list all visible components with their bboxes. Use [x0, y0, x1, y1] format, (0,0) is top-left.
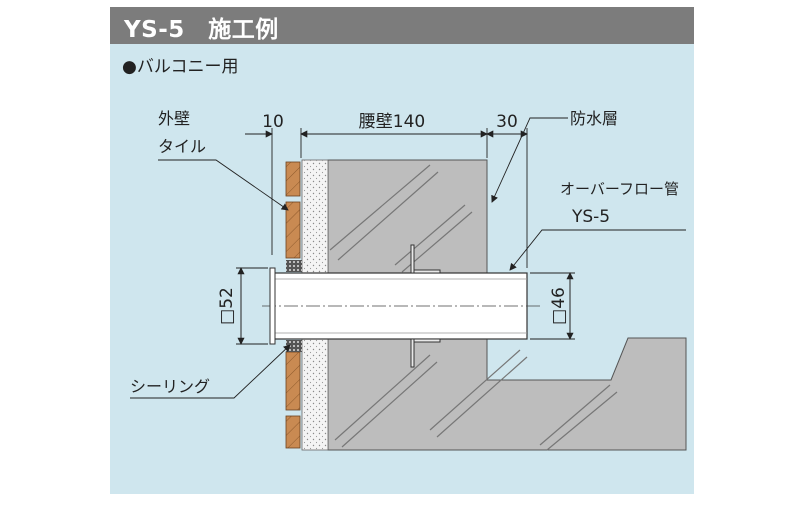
dim-waist-wall-label: 腰壁140	[359, 112, 425, 132]
title-bar: YS-5 施工例	[110, 7, 694, 44]
dim-30-label: 30	[496, 112, 518, 132]
concrete-wall	[327, 159, 687, 451]
pipe-flange	[269, 267, 276, 345]
sealing-top	[286, 260, 302, 272]
anchor-fins	[410, 244, 441, 368]
concrete-hatch	[329, 164, 618, 451]
outer-wall-tiles	[285, 161, 301, 449]
subtitle: ●バルコニー用	[122, 57, 239, 77]
dim-square-52-label: □52	[217, 287, 237, 325]
label-waterproof-layer: 防水層	[570, 109, 618, 128]
page-title: YS-5 施工例	[124, 17, 279, 43]
label-outer-wall: 外壁	[158, 109, 190, 128]
label-ys5: YS-5	[571, 207, 610, 227]
label-sealing: シーリング	[130, 377, 210, 396]
dim-10-label: 10	[262, 112, 284, 132]
dim-square-46-label: □46	[549, 287, 569, 325]
label-tile: タイル	[158, 137, 206, 156]
label-overflow-pipe: オーバーフロー管	[560, 180, 679, 198]
